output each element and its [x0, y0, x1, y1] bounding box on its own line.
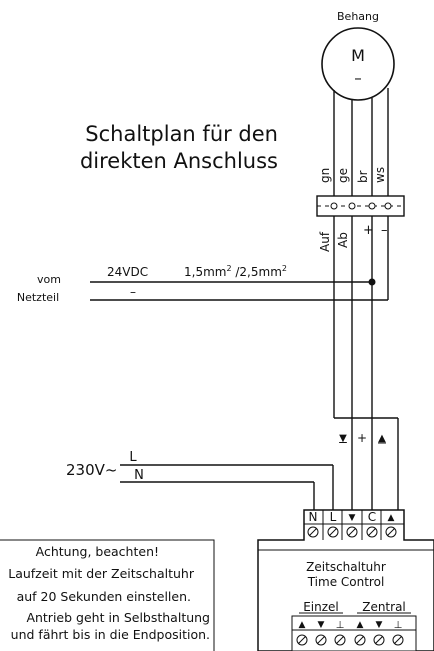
supply-source-line-2: Netzteil [17, 291, 59, 304]
terminal-auf: Auf [318, 231, 332, 252]
motor-circle [321, 27, 395, 101]
note-line-2: Laufzeit mit der Zeitschaltuhr [8, 566, 195, 581]
tc-bottom-terminal-strip [291, 615, 417, 651]
terminal-block [316, 195, 405, 217]
supply-labels: 24VDC 1,5mm2 /2,5mm2 – vom Netzteil [17, 264, 287, 304]
wire-color-ws: ws [373, 167, 387, 183]
mains-l: L [129, 450, 137, 465]
terminal-ab: Ab [336, 232, 350, 248]
supply-voltage: 24VDC [107, 265, 148, 279]
motor-cable [333, 88, 389, 196]
terminal-minus: – [381, 223, 388, 238]
tc-bottom-terminal-2: ▼ [318, 620, 325, 630]
terminal-plus: + [363, 223, 374, 238]
note-line-4: Antrieb geht in Selbsthaltung [26, 610, 210, 625]
tc-label-single: Einzel [303, 600, 339, 614]
supply-source-line-1: vom [37, 273, 61, 286]
supply-minus: – [130, 285, 136, 299]
mains-labels: 230V~ L N [66, 450, 144, 483]
diagram-title: Schaltplan für den direkten Anschluss [80, 122, 278, 173]
tc-terminal-down: ▼ [349, 513, 356, 523]
note-box: Achtung, beachten! Laufzeit mit der Zeit… [0, 539, 215, 651]
tc-terminal-c: C [368, 510, 376, 524]
tc-terminal-n: N [309, 510, 318, 524]
mid-label-up: ▲ [378, 433, 386, 444]
tc-bottom-terminal-6: ⊥ [394, 620, 403, 631]
wire-color-ge: ge [336, 168, 350, 183]
mains-n: N [134, 468, 144, 483]
wire-color-br: br [356, 170, 370, 183]
tc-bottom-terminal-5: ▼ [376, 620, 383, 630]
cable-cross-section: 1,5mm2 /2,5mm2 [184, 264, 287, 279]
supply-junction-dot [368, 278, 376, 286]
tc-label-central: Zentral [362, 600, 406, 614]
tc-terminal-l: L [330, 510, 337, 524]
tc-terminal-up: ▲ [388, 513, 395, 523]
tc-bottom-terminal-1: ▲ [299, 620, 306, 630]
tc-title-line-1: Zeitschaltuhr [306, 560, 386, 574]
title-line-2: direkten Anschluss [80, 149, 278, 173]
tc-bottom-terminal-3: ⊥ [336, 620, 345, 631]
tc-bottom-screws [296, 634, 404, 646]
mid-label-plus: + [357, 431, 367, 445]
motor-letter: M [351, 46, 365, 65]
mains-voltage: 230V~ [66, 461, 117, 479]
time-control-unit: N L ▼ C ▲ Zeitschaltuhr Time Control Ein… [257, 509, 434, 651]
terminal-labels: Auf Ab + – [318, 223, 388, 252]
motor-label: Behang [337, 10, 379, 23]
mid-wire-labels: ▼ + ▲ [339, 431, 386, 445]
motor-dc-symbol: – [354, 69, 362, 87]
tc-screw-terminals [307, 526, 397, 538]
wire-color-gn: gn [318, 168, 332, 183]
title-line-1: Schaltplan für den [85, 122, 278, 146]
note-line-1: Achtung, beachten! [36, 544, 159, 559]
note-line-3: auf 20 Sekunden einstellen. [17, 589, 191, 604]
field-wires [90, 216, 399, 510]
note-line-5: und fährt bis in die Endposition. [11, 627, 210, 642]
tc-title-line-2: Time Control [307, 575, 385, 589]
wire-color-labels: gn ge br ws [318, 167, 387, 183]
mid-label-down: ▼ [339, 433, 347, 444]
tc-bottom-terminal-4: ▲ [357, 620, 364, 630]
motor: Behang M – [321, 10, 395, 101]
